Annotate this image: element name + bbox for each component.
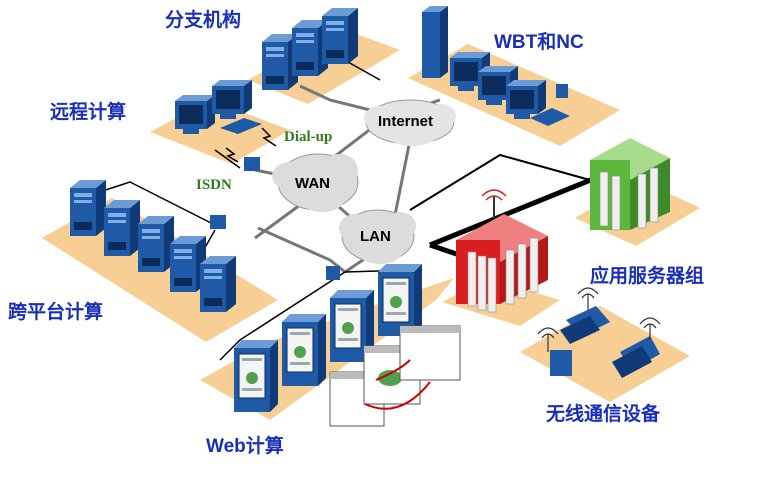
cloud-wan: [272, 153, 359, 212]
browser-window-icon: [329, 325, 461, 427]
antenna-icon: [537, 287, 661, 352]
label-remote: 远程计算: [50, 100, 126, 123]
red-server-rack-icon: [456, 189, 548, 313]
label-wbt: WBT和NC: [494, 30, 584, 53]
crossplatform-devices: [70, 180, 340, 312]
cloud-lan: [339, 209, 416, 264]
cloud-internet: [364, 99, 456, 146]
tower-server-icon: [200, 256, 236, 312]
tower-server-icon: [104, 200, 140, 256]
tower-server-icon: [138, 216, 174, 272]
green-server-rack-icon: [590, 138, 670, 231]
tall-server-icon: [422, 6, 448, 78]
label-appservers: 应用服务器组: [590, 264, 704, 287]
label-internet: Internet: [378, 113, 433, 130]
pda-icon: [556, 84, 568, 98]
wireless-devices: [537, 287, 661, 378]
lightning-icon: [261, 127, 277, 147]
label-branch: 分支机构: [165, 8, 241, 31]
tower-server-icon: [70, 180, 106, 236]
web-terminal-icon: [233, 339, 279, 413]
label-lan: LAN: [360, 228, 391, 245]
label-dialup: Dial-up: [284, 129, 332, 145]
laptop-icon: [530, 108, 570, 126]
laptop-icon: [220, 118, 262, 134]
tower-server-icon: [322, 8, 358, 64]
modem-icon: [244, 157, 260, 171]
remote-computers: [175, 80, 277, 171]
label-wireless: 无线通信设备: [546, 402, 661, 425]
label-crossplatform: 跨平台计算: [8, 300, 103, 323]
lightning-icon: [225, 147, 239, 163]
label-isdn: ISDN: [196, 177, 232, 193]
web-terminals: [233, 263, 461, 427]
label-wan: WAN: [295, 175, 330, 192]
web-terminal-icon: [377, 263, 423, 337]
desktop-computer-icon: [212, 80, 252, 119]
wbt-nc-devices: [422, 6, 570, 126]
label-web: Web计算: [206, 434, 284, 457]
hub-icon: [326, 266, 340, 280]
web-terminal-icon: [281, 313, 327, 387]
hub-icon: [210, 215, 226, 229]
pda-icon: [550, 350, 572, 376]
